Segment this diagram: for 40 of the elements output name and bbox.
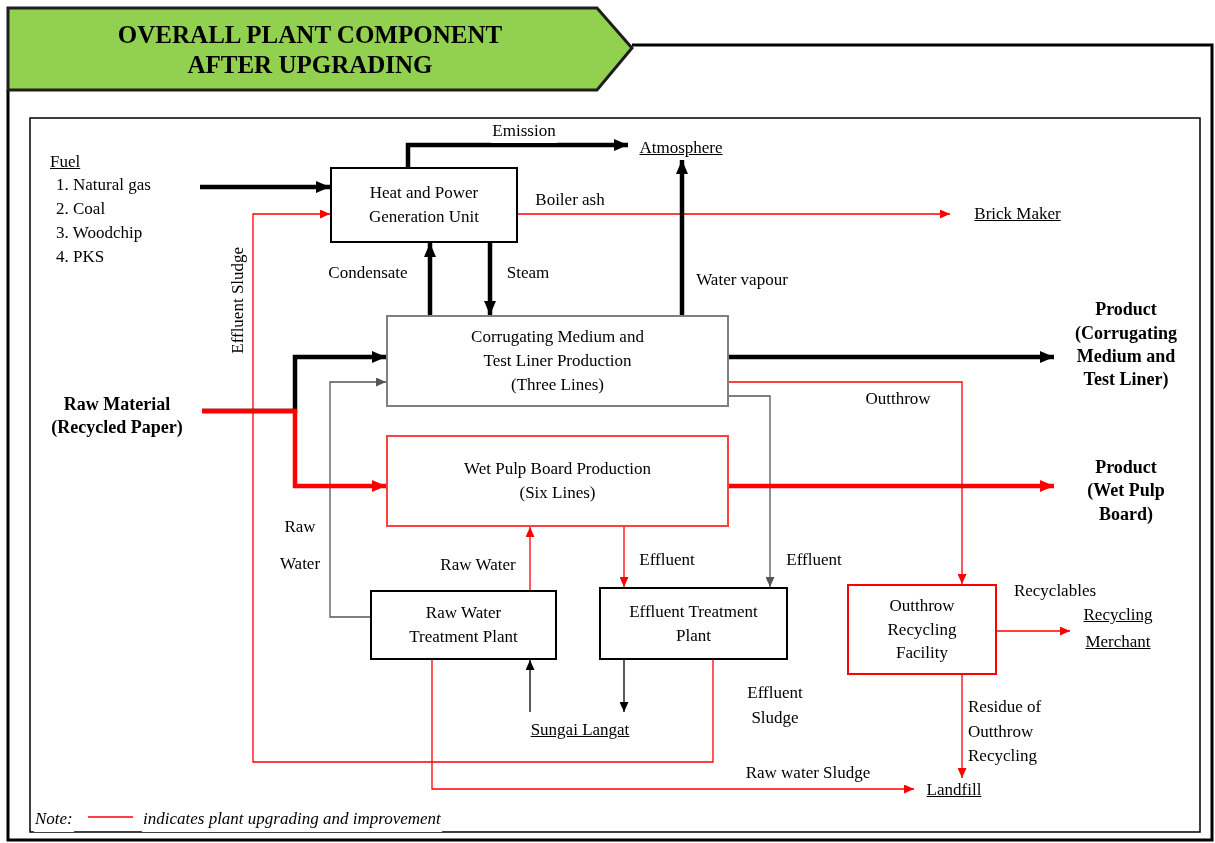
endpoint-label: Atmosphere xyxy=(628,135,734,160)
arrow xyxy=(957,674,967,779)
arrow xyxy=(424,243,436,315)
endpoint-label: Brick Maker xyxy=(950,201,1085,226)
process-box: Corrugating Medium and Test Liner Production (Three Lines) xyxy=(386,315,729,407)
arrow xyxy=(729,351,1054,363)
arrow xyxy=(202,408,386,492)
list-item: 4. PKS xyxy=(55,245,105,268)
list-heading: Fuel xyxy=(50,150,81,173)
arrow xyxy=(729,480,1054,492)
endpoint-label: Landfill xyxy=(914,778,994,802)
process-box: Raw Water Treatment Plant xyxy=(370,590,557,660)
process-box: Wet Pulp Board Production (Six Lines) xyxy=(386,435,729,527)
product-label: Product (Wet Pulp Board) xyxy=(1054,454,1198,528)
edge-label: Raw Water xyxy=(278,515,322,575)
arrow xyxy=(728,381,967,585)
process-box: Heat and Power Generation Unit xyxy=(330,167,518,243)
list-item: 2. Coal xyxy=(55,198,106,221)
arrow xyxy=(996,626,1071,636)
arrow xyxy=(431,659,915,794)
process-box: Effluent Treatment Plant xyxy=(599,587,788,660)
arrow xyxy=(200,181,330,193)
arrow xyxy=(525,526,535,591)
arrow xyxy=(252,209,714,763)
process-box: Outthrow Recycling Facility xyxy=(847,584,997,675)
arrow xyxy=(525,659,535,713)
endpoint-label: Sungai Langat xyxy=(514,712,646,748)
arrow xyxy=(728,395,775,588)
title: OVERALL PLANT COMPONENT AFTER UPGRADING xyxy=(116,20,504,80)
arrow xyxy=(619,659,629,713)
arrow xyxy=(329,377,387,618)
list-item: 3. Woodchip xyxy=(55,221,143,244)
list-item: 1. Natural gas xyxy=(55,174,151,197)
arrow xyxy=(676,160,688,315)
arrow xyxy=(517,209,951,219)
product-label: Raw Material (Recycled Paper) xyxy=(32,391,202,441)
arrow xyxy=(405,139,628,167)
arrow xyxy=(619,526,629,588)
arrow xyxy=(484,243,496,315)
product-label: Product (Corrugating Medium and Test Liner) xyxy=(1054,296,1198,394)
